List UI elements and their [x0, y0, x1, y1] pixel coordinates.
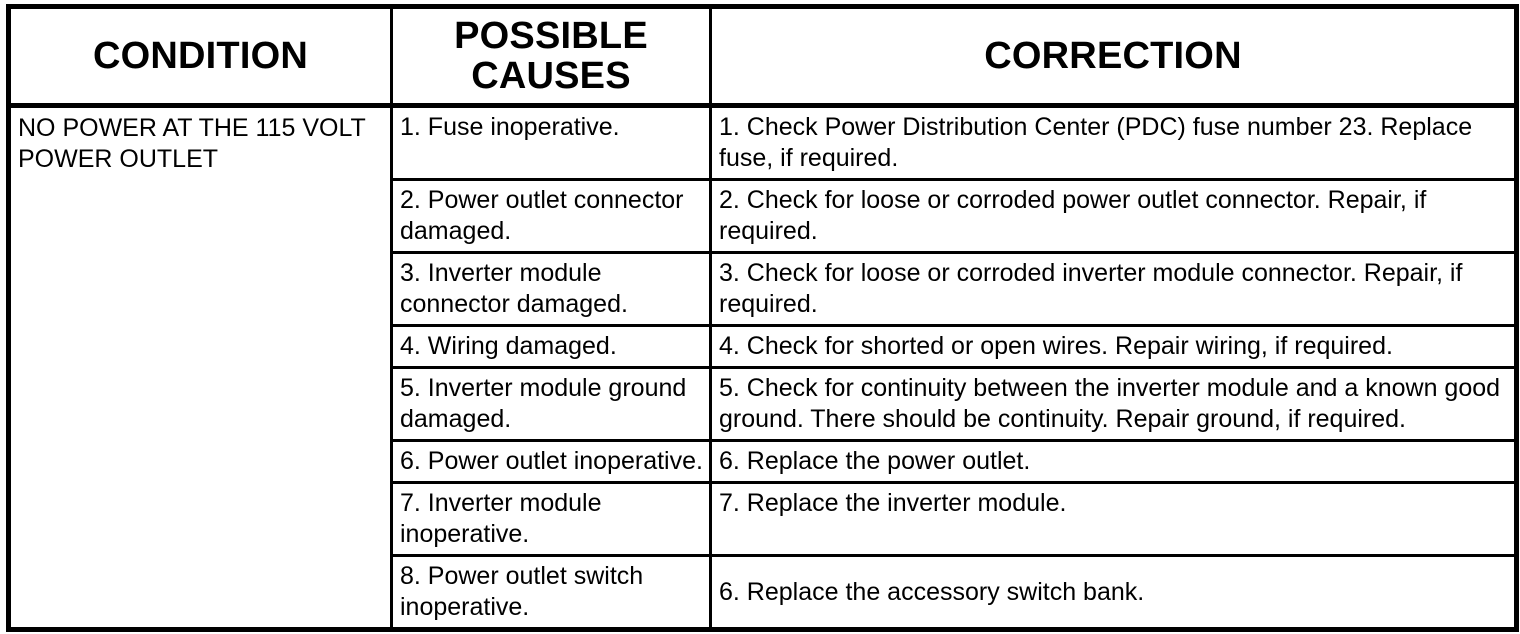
- table-body: NO POWER AT THE 115 VOLT POWER OUTLET 1.…: [8, 105, 1517, 631]
- column-header-possible-causes: POSSIBLE CAUSES: [391, 6, 712, 108]
- column-header-correction: CORRECTION: [710, 6, 1517, 108]
- table-row: 8. Power outlet switch inoperative. 6. R…: [9, 555, 1517, 630]
- header-row: CONDITION POSSIBLE CAUSES CORRECTION: [8, 6, 1517, 108]
- cause-cell: 7. Inverter module inoperative.: [391, 482, 712, 557]
- table-row: 6. Power outlet inoperative. 6. Replace …: [9, 440, 1517, 484]
- condition-cell: NO POWER AT THE 115 VOLT POWER OUTLET: [8, 105, 393, 631]
- diagnostic-table: CONDITION POSSIBLE CAUSES CORRECTION NO …: [6, 4, 1519, 632]
- correction-cell: 6. Replace the power outlet.: [710, 440, 1517, 484]
- cause-cell: 5. Inverter module ground damaged.: [391, 367, 712, 442]
- table-row: 4. Wiring damaged. 4. Check for shorted …: [9, 325, 1517, 369]
- correction-cell: 5. Check for continuity between the inve…: [710, 367, 1517, 442]
- cause-cell: 2. Power outlet connector damaged.: [391, 179, 712, 254]
- correction-cell: 3. Check for loose or corroded inverter …: [710, 252, 1517, 327]
- correction-cell: 7. Replace the inverter module.: [710, 482, 1517, 557]
- column-header-condition: CONDITION: [8, 6, 393, 108]
- table-row: NO POWER AT THE 115 VOLT POWER OUTLET 1.…: [8, 105, 1517, 631]
- table-row: 5. Inverter module ground damaged. 5. Ch…: [9, 367, 1517, 442]
- table-row: 3. Inverter module connector damaged. 3.…: [9, 252, 1517, 327]
- correction-cell: 4. Check for shorted or open wires. Repa…: [710, 325, 1517, 369]
- correction-cell: 6. Replace the accessory switch bank.: [719, 577, 1145, 606]
- table-row: 7. Inverter module inoperative. 7. Repla…: [9, 482, 1517, 557]
- cause-cell: 6. Power outlet inoperative.: [391, 440, 712, 484]
- cause-cell: 3. Inverter module connector damaged.: [391, 252, 712, 327]
- table-row: 2. Power outlet connector damaged. 2. Ch…: [9, 179, 1517, 254]
- correction-cell: 1. Check Power Distribution Center (PDC)…: [710, 105, 1517, 181]
- correction-cell: 2. Check for loose or corroded power out…: [710, 179, 1517, 254]
- table-header: CONDITION POSSIBLE CAUSES CORRECTION: [8, 6, 1517, 108]
- cause-cell: 8. Power outlet switch inoperative.: [391, 555, 712, 630]
- cause-cell: 1. Fuse inoperative.: [391, 105, 712, 181]
- cause-cell: 4. Wiring damaged.: [391, 325, 712, 369]
